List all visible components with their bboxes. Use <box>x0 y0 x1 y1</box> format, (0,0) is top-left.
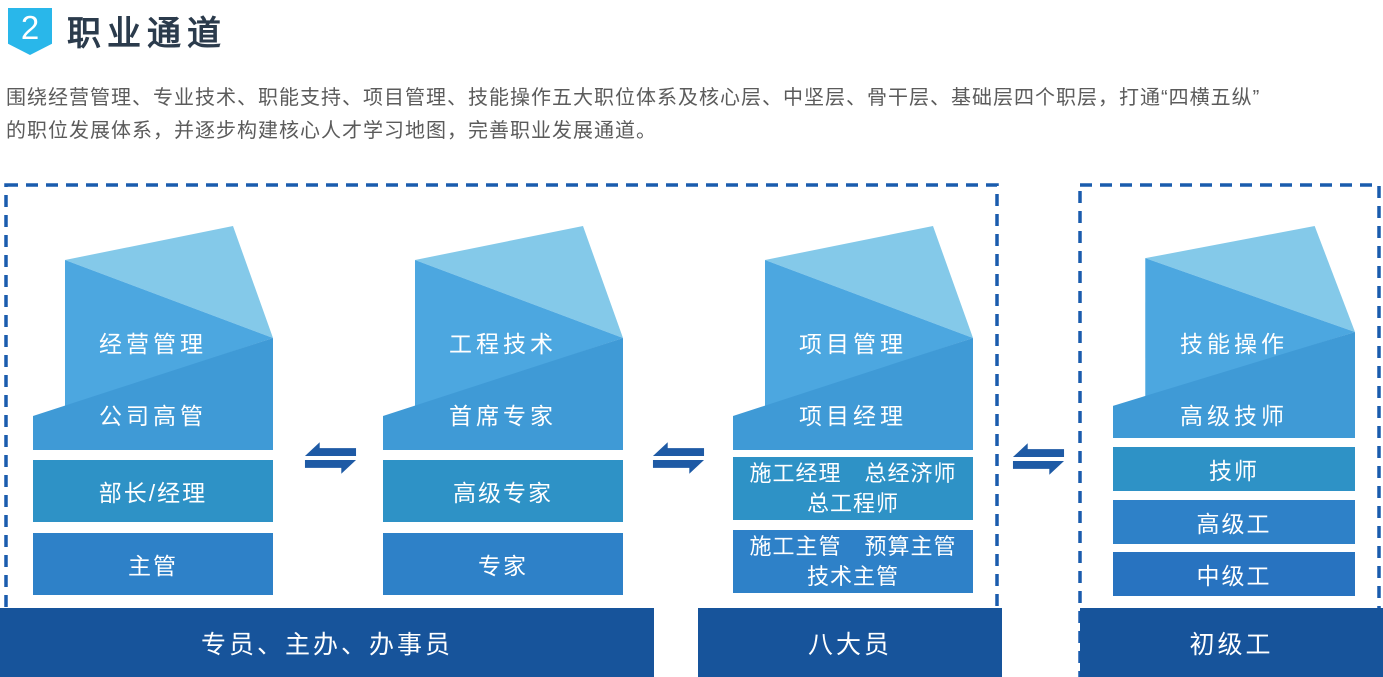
career-column-management: 经营管理 公司高管 部长/经理 主管 <box>33 226 273 677</box>
top-role-label: 公司高管 <box>99 403 207 429</box>
level-box: 施工经理 总经济师 总工程师 <box>733 457 973 520</box>
swap-arrows-icon <box>304 442 357 474</box>
career-column-project: 项目管理 项目经理 施工经理 总经济师 总工程师 施工主管 预算主管 技术主管 <box>733 226 973 677</box>
ribbon-flag <box>733 226 973 450</box>
flag-bottom-fold <box>1113 332 1355 438</box>
level-line: 总工程师 <box>806 490 899 516</box>
career-column-engineering: 工程技术 首席专家 高级专家 专家 <box>383 226 623 677</box>
category-label: 工程技术 <box>449 331 557 357</box>
flag-bottom-fold <box>383 338 623 450</box>
level-box: 技师 <box>1113 447 1355 491</box>
flag-top-fold <box>415 226 623 338</box>
arrow-left <box>1012 443 1065 458</box>
flag-top-fold <box>65 226 273 338</box>
flag-body <box>765 260 973 407</box>
base-bar-junior-worker: 初级工 <box>1080 608 1383 677</box>
intro-line-1: 围绕经营管理、专业技术、职能支持、项目管理、技能操作五大职位体系及核心层、中坚层… <box>6 87 1261 109</box>
flag-body <box>1145 258 1355 398</box>
top-role-label: 高级技师 <box>1180 403 1288 429</box>
swap-arrows-icon <box>1012 443 1065 475</box>
flag-bottom-fold <box>733 338 973 450</box>
ribbon-flag <box>383 226 623 450</box>
top-role-label: 项目经理 <box>799 403 907 429</box>
arrow-left <box>652 442 705 457</box>
flag-body <box>415 260 623 407</box>
base-bar-eight-staff: 八大员 <box>698 608 1002 677</box>
swap-arrows-icon <box>652 442 705 474</box>
level-box: 主管 <box>33 533 273 595</box>
level-box: 部长/经理 <box>33 460 273 522</box>
page-title: 职业通道 <box>67 15 227 53</box>
level-line: 技术主管 <box>806 563 899 589</box>
category-label: 技能操作 <box>1180 331 1288 357</box>
flag-bottom-fold <box>33 338 273 450</box>
flag-body <box>65 260 273 407</box>
level-box: 高级工 <box>1113 500 1355 544</box>
level-line: 施工主管 预算主管 <box>749 533 957 559</box>
flag-top-fold <box>1145 226 1355 332</box>
ribbon-flag <box>33 226 273 450</box>
intro-paragraph: 围绕经营管理、专业技术、职能支持、项目管理、技能操作五大职位体系及核心层、中坚层… <box>6 82 1381 148</box>
arrow-right <box>1012 460 1065 475</box>
top-role-label: 首席专家 <box>449 403 557 429</box>
base-bar-clerks: 专员、主办、办事员 <box>0 608 654 677</box>
section-number: 2 <box>20 9 40 46</box>
level-box: 施工主管 预算主管 技术主管 <box>733 530 973 593</box>
flag-top-fold <box>765 226 973 338</box>
career-column-skills: 技能操作 高级技师 技师 高级工 中级工 <box>1113 226 1355 677</box>
arrow-right <box>652 459 705 474</box>
category-label: 项目管理 <box>799 331 907 357</box>
intro-line-2: 的职位发展体系，并逐步构建核心人才学习地图，完善职业发展通道。 <box>6 120 657 142</box>
arrow-left <box>304 442 357 457</box>
level-box: 高级专家 <box>383 460 623 522</box>
section-number-badge: 2 <box>8 8 52 55</box>
category-label: 经营管理 <box>99 331 207 357</box>
level-box: 中级工 <box>1113 552 1355 596</box>
dashed-frame-skills <box>1078 183 1381 677</box>
level-box: 专家 <box>383 533 623 595</box>
ribbon-flag <box>1113 226 1355 438</box>
level-line: 施工经理 总经济师 <box>749 460 957 486</box>
dashed-frame-main <box>4 183 999 677</box>
arrow-right <box>304 459 357 474</box>
